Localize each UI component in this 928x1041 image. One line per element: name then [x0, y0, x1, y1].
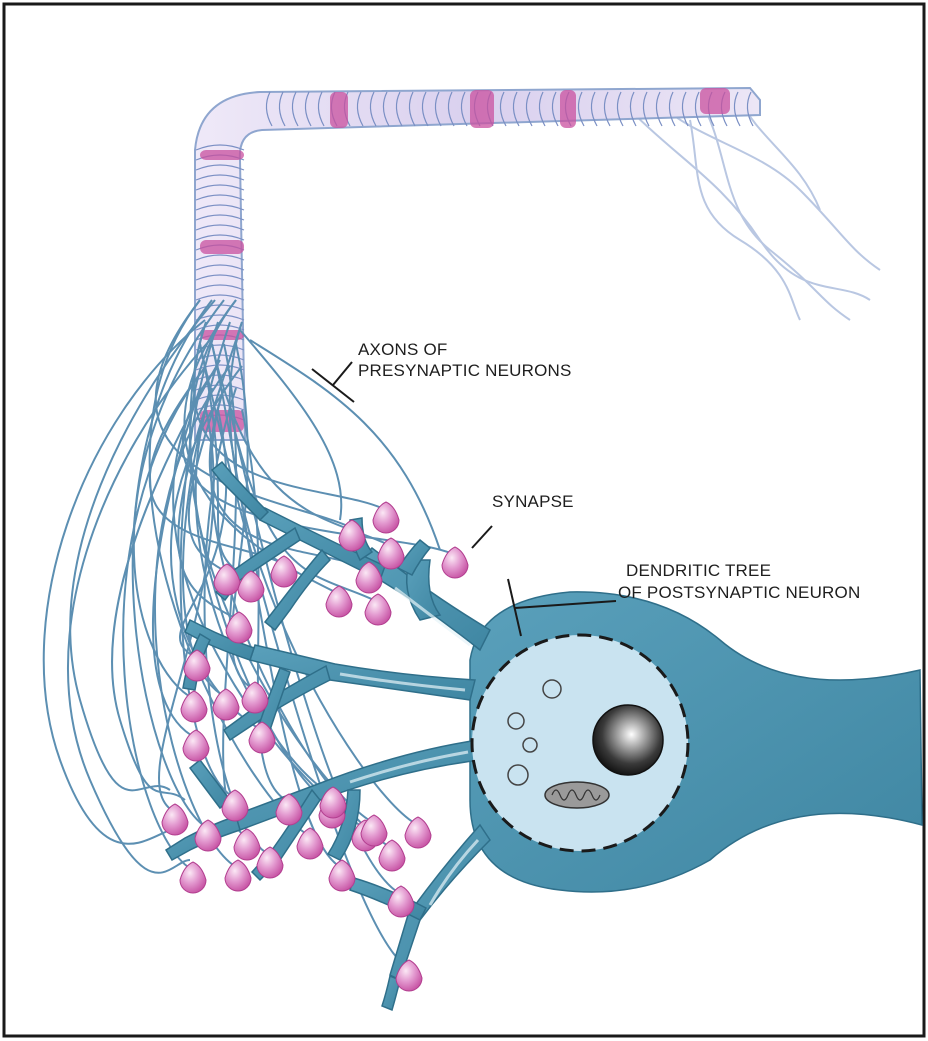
label-synapse: SYNAPSE: [492, 492, 574, 511]
myelin-highlight: [470, 90, 494, 128]
myelin-highlight: [330, 92, 348, 128]
nucleolus: [593, 705, 663, 775]
label-dendritic-line2: OF POSTSYNAPTIC NEURON: [618, 583, 860, 602]
label-dendritic-line1: DENDRITIC TREE: [626, 561, 771, 580]
myelin-highlight: [200, 240, 244, 254]
mitochondrion: [545, 782, 609, 808]
nucleus: [472, 635, 688, 851]
myelin-highlight: [200, 150, 244, 160]
label-axons-line2: PRESYNAPTIC NEURONS: [358, 361, 572, 380]
label-axons-line1: AXONS OF: [358, 340, 447, 359]
myelin-highlight: [560, 90, 576, 128]
myelin-highlight: [700, 88, 730, 114]
